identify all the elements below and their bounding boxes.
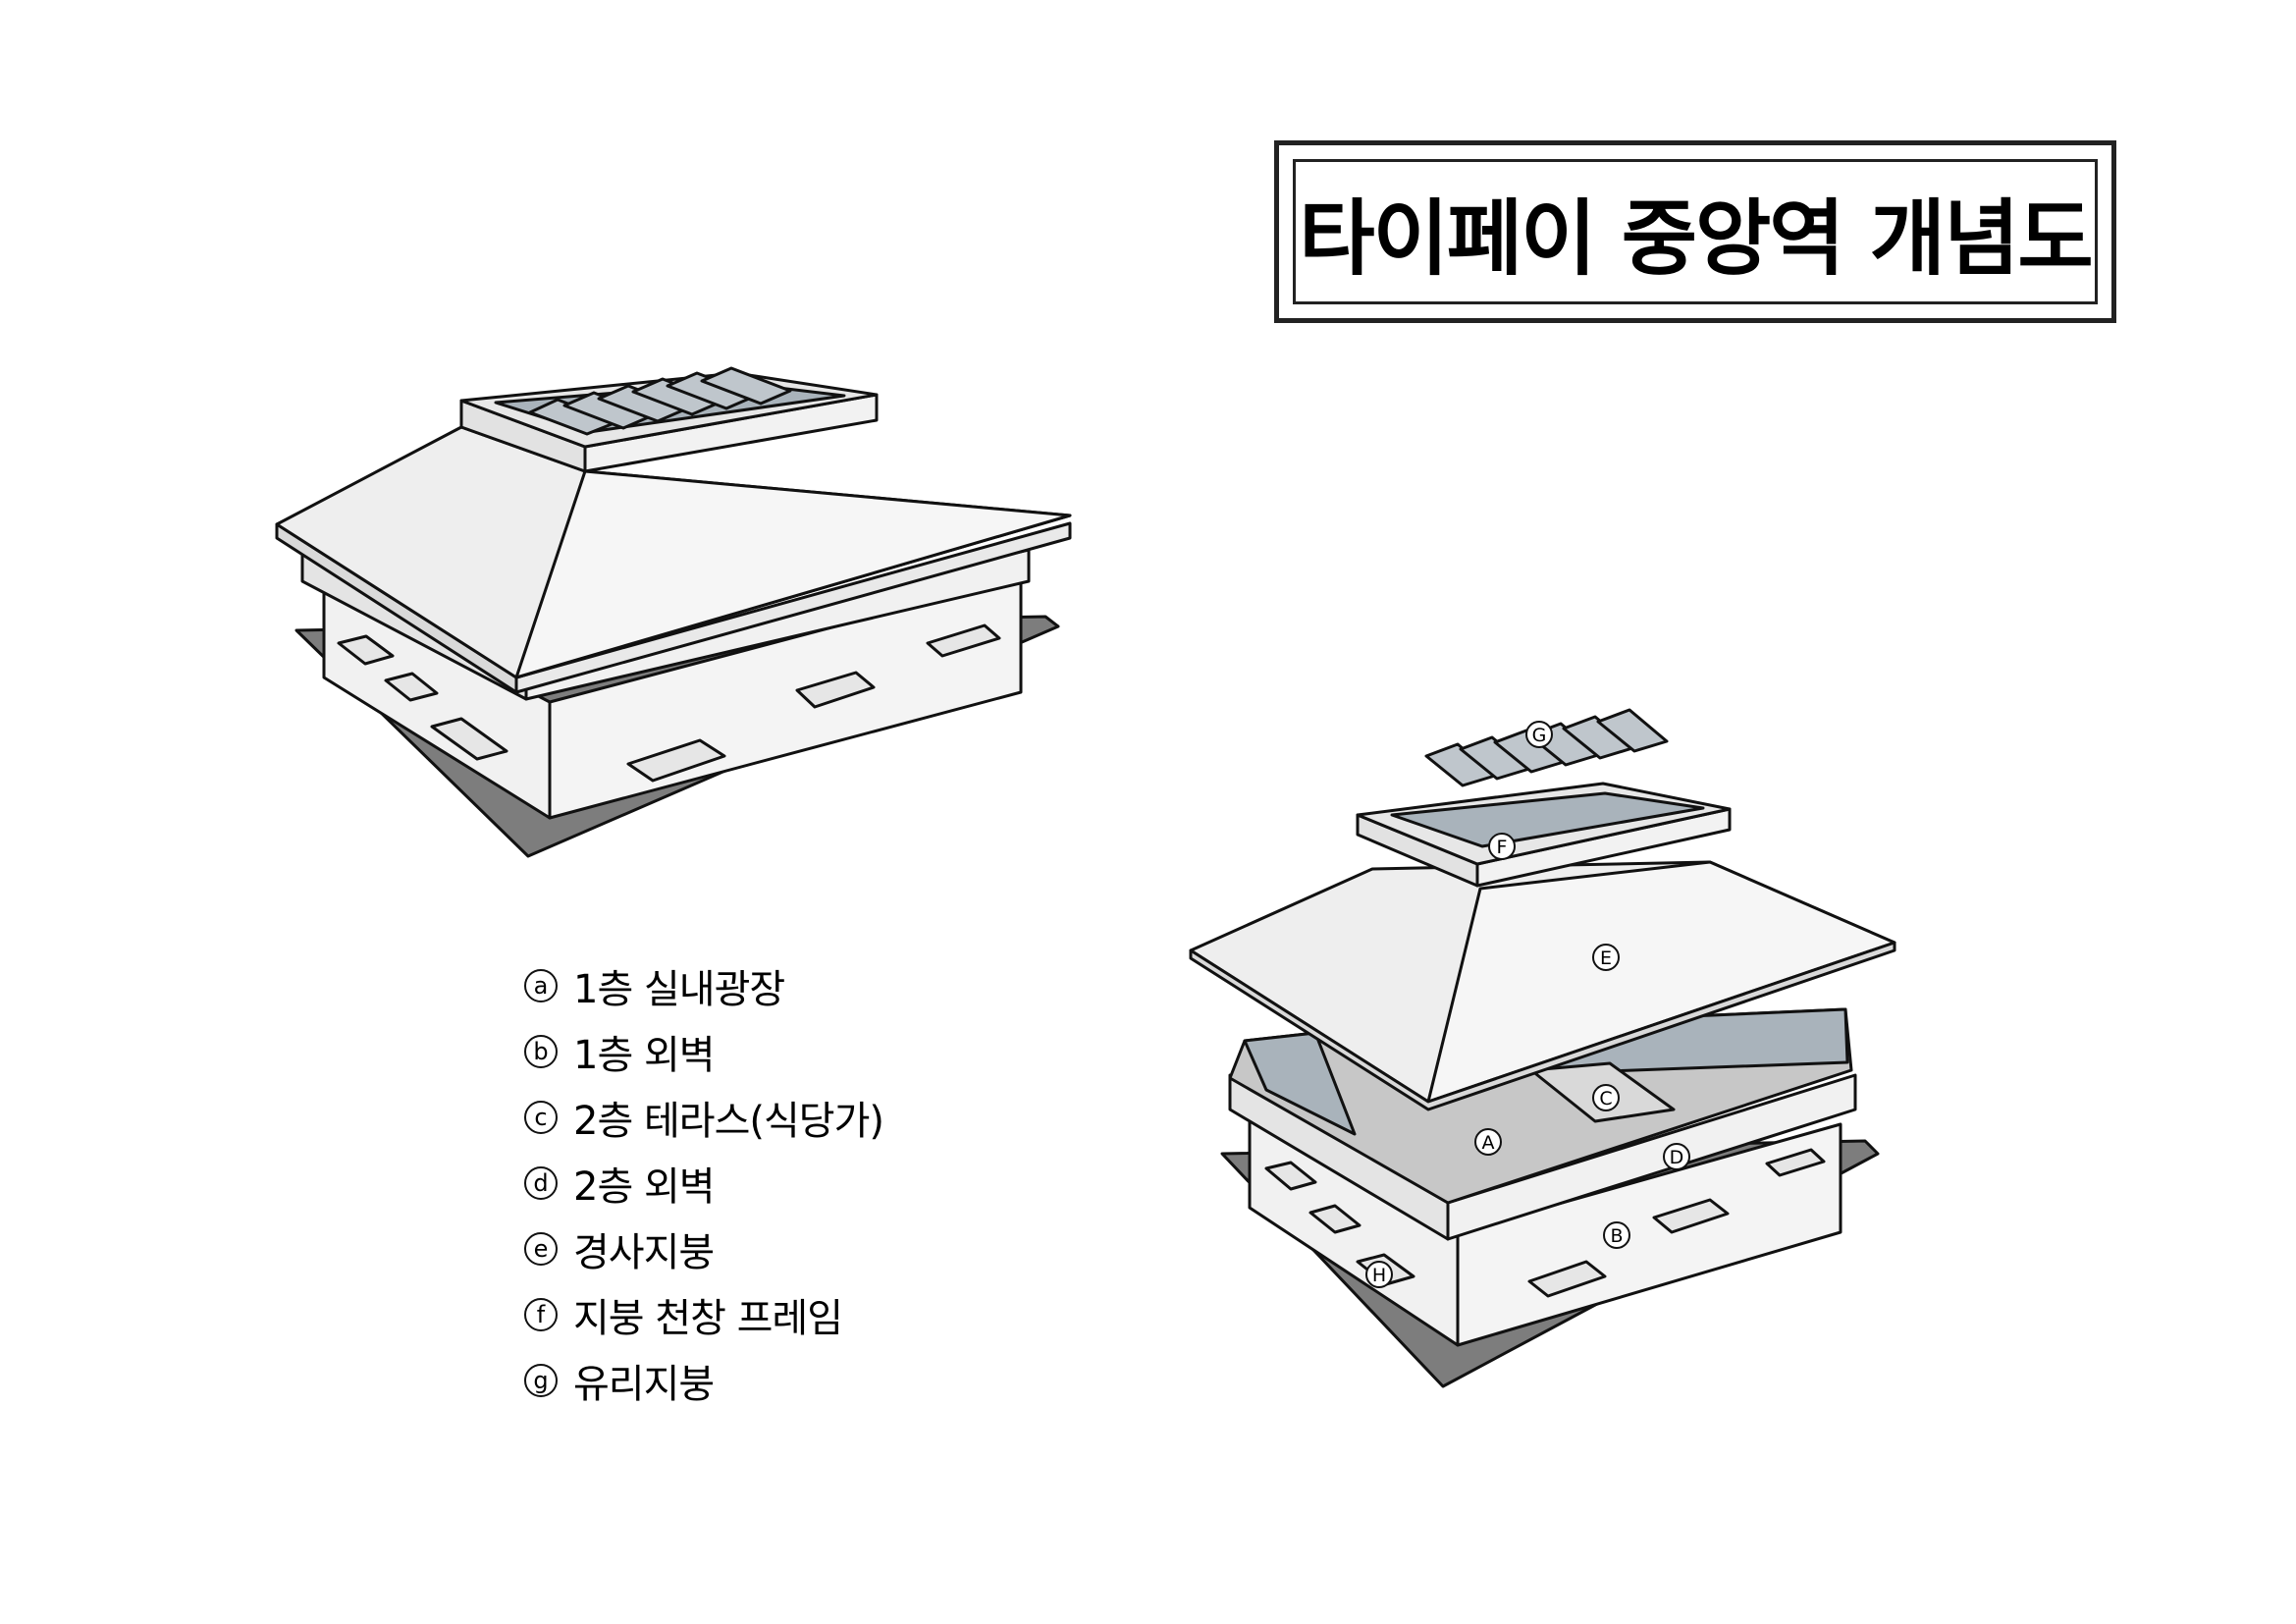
- assembled-building: [275, 366, 1072, 858]
- callout-e: E: [1592, 944, 1620, 971]
- legend-label: 1층 외벽: [573, 1032, 716, 1078]
- exploded-vent-5: [1652, 1198, 1730, 1234]
- callout-f-label: F: [1497, 837, 1508, 858]
- legend-label: 2층 테라스(식당가): [573, 1098, 884, 1144]
- glass-ridge-6: [700, 366, 792, 406]
- legend-item: c 2층 테라스(식당가): [524, 1084, 884, 1150]
- vent-6: [926, 623, 1001, 658]
- legend-label: 경사지붕: [573, 1229, 715, 1275]
- legend-label: 지붕 천창 프레임: [573, 1295, 843, 1341]
- legend-marker: d: [524, 1165, 558, 1200]
- title-inner-border: 타이페이 중앙역 개념도: [1293, 159, 2098, 304]
- exploded-vent-4: [1527, 1260, 1607, 1298]
- exploded-roof-eave: [1189, 941, 1896, 1111]
- legend-marker: e: [524, 1231, 558, 1266]
- legend-item: a 1층 실내광장: [524, 952, 883, 1018]
- callout-c: C: [1592, 1084, 1620, 1111]
- legend-label: 유리지붕: [573, 1361, 715, 1407]
- glass-roof-ridge-6: [1596, 708, 1669, 753]
- terrace-inner-wall: [1243, 1031, 1357, 1136]
- callout-h: H: [1365, 1261, 1393, 1288]
- callout-g: G: [1525, 721, 1553, 748]
- page-title: 타이페이 중앙역 개념도: [1299, 189, 2093, 287]
- legend-marker: b: [524, 1034, 558, 1068]
- callout-g-label: G: [1532, 725, 1547, 746]
- sloped-roof-front: [514, 469, 1072, 679]
- exploded-vent-6: [1765, 1148, 1826, 1177]
- legend-marker: a: [524, 968, 558, 1002]
- legend-marker: g: [524, 1363, 558, 1397]
- callout-d: D: [1663, 1143, 1690, 1170]
- legend-item: d 2층 외벽: [524, 1150, 883, 1216]
- vent-2: [384, 672, 439, 702]
- callout-e-label: E: [1600, 947, 1612, 969]
- exploded-second-band-front: [1446, 1073, 1857, 1241]
- legend-label: 1층 실내광장: [573, 966, 785, 1012]
- legend: a 1층 실내광장 b 1층 외벽 c 2층 테라스(식당가) d 2층 외벽 …: [524, 952, 884, 1413]
- legend-item: g 유리지붕: [524, 1347, 883, 1413]
- callout-a: A: [1474, 1128, 1502, 1156]
- callout-c-label: C: [1599, 1088, 1612, 1110]
- vent-5: [795, 671, 876, 709]
- callout-a-label: A: [1482, 1132, 1495, 1154]
- legend-item: f 지붕 천창 프레임: [524, 1281, 883, 1347]
- vent-4: [626, 738, 726, 783]
- callout-h-label: H: [1372, 1265, 1386, 1286]
- exploded-vent-2: [1308, 1204, 1362, 1234]
- legend-item: b 1층 외벽: [524, 1018, 883, 1084]
- legend-label: 2층 외벽: [573, 1164, 716, 1210]
- callouts: G F E C A D B H: [1365, 721, 1690, 1288]
- callout-b-label: B: [1610, 1225, 1623, 1247]
- title-box: 타이페이 중앙역 개념도: [1274, 140, 2116, 323]
- roof-eave-front: [514, 521, 1072, 694]
- legend-marker: f: [524, 1297, 558, 1331]
- legend-marker: c: [524, 1100, 558, 1134]
- vent-1: [337, 634, 395, 666]
- legend-item: e 경사지붕: [524, 1216, 883, 1281]
- callout-b: B: [1603, 1221, 1630, 1249]
- exploded-vent-1: [1264, 1161, 1317, 1191]
- callout-f: F: [1488, 833, 1516, 860]
- exploded-skylight-glass: [1390, 791, 1705, 848]
- vent-3: [430, 717, 508, 761]
- callout-d-label: D: [1670, 1147, 1684, 1168]
- exploded-building: [1189, 708, 1896, 1388]
